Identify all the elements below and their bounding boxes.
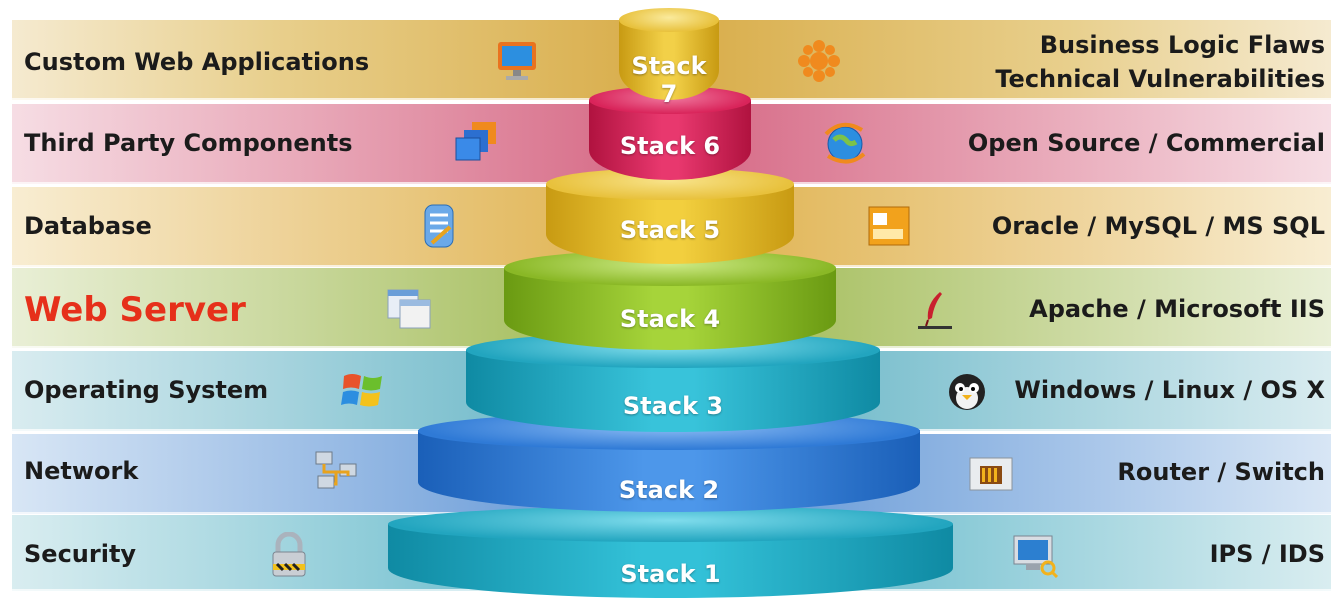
stack-tier-6: Stack 6 [589,86,751,180]
stack-label: Stack 2 [618,476,720,504]
layer-label-security: Security [24,540,137,568]
layer-detail-custom-web-applications: Business Logic Flaws Technical Vulnerabi… [995,31,1325,93]
sql-server-box-icon [866,203,912,249]
stack-label: Stack 7 [631,52,707,108]
stack-label: Stack 3 [622,392,724,420]
browser-windows-icon [386,286,432,332]
globe-arrows-icon [822,120,868,166]
apache-feather-icon [912,288,958,334]
stack-label: Stack 5 [619,216,721,244]
linux-penguin-icon [944,368,990,414]
layer-detail-web-server: Apache / Microsoft IIS [1029,295,1325,323]
stack-label: Stack 6 [619,132,721,160]
stack-tier-3: Stack 3 [466,332,880,432]
stack-tier-1: Stack 1 [388,506,953,598]
starburst-bug-icon [796,38,842,84]
layer-detail-operating-system: Windows / Linux / OS X [1014,376,1325,404]
detail-line: Business Logic Flaws [1039,31,1325,59]
database-document-icon [416,203,462,249]
monitor-icon [494,38,540,84]
stack-label: Stack 1 [620,560,721,588]
stack-tier-5: Stack 5 [546,168,794,264]
layer-label-operating-system: Operating System [24,376,269,404]
layer-label-web-server: Web Server [24,290,246,330]
windows-logo-icon [340,368,386,414]
network-computers-icon [314,450,360,496]
layer-label-custom-web-applications: Custom Web Applications [24,48,370,76]
layer-label-database: Database [24,212,152,240]
stacked-windows-icon [454,120,500,166]
layer-detail-database: Oracle / MySQL / MS SQL [991,212,1325,240]
monitoring-computer-icon [1012,532,1058,578]
stack-tier-7: Stack 7 [619,8,719,108]
stack-label: Stack 4 [619,305,721,333]
layer-detail-security: IPS / IDS [1209,540,1325,568]
layer-label-third-party-components: Third Party Components [24,129,353,157]
layer-label-network: Network [24,457,139,485]
padlock-icon [266,532,312,578]
router-device-icon [968,452,1014,498]
stack-tier-4: Stack 4 [504,250,836,350]
layer-detail-network: Router / Switch [1117,458,1325,486]
layer-detail-third-party-components: Open Source / Commercial [967,129,1325,157]
detail-line: Technical Vulnerabilities [995,64,1325,93]
